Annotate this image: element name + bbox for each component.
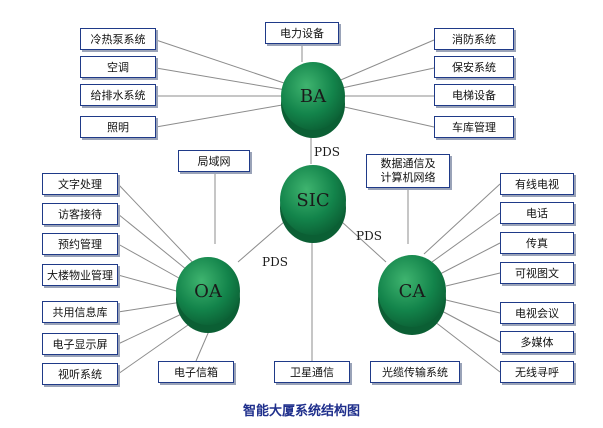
node-box: 冷热泵系统 [80, 28, 156, 50]
hub-ba: BA [281, 62, 345, 138]
hub-ca: CA [378, 255, 446, 335]
hub-sic-label: SIC [296, 190, 329, 211]
node-box: 文字处理 [42, 173, 118, 195]
connector-line [431, 212, 501, 263]
node-box: 有线电视 [500, 173, 574, 195]
node-label: 电子显示屏 [52, 338, 108, 351]
node-label: 保安系统 [452, 61, 496, 74]
node-label: 消防系统 [452, 33, 496, 46]
link-label-sic-ca: PDS [356, 229, 382, 243]
node-box: 消防系统 [434, 28, 514, 50]
node-box: 电视会议 [500, 302, 574, 324]
node-box: 电力设备 [265, 22, 339, 44]
node-box: 局域网 [178, 150, 250, 172]
node-label: 给排水系统 [90, 89, 146, 102]
connector-line [445, 299, 501, 314]
node-box: 预约管理 [42, 233, 118, 255]
node-box: 光缆传输系统 [370, 361, 460, 383]
connector-line [439, 309, 501, 343]
node-label: 照明 [107, 121, 129, 134]
connector-line [155, 103, 289, 128]
node-box: 给排水系统 [80, 84, 156, 106]
node-box: 电子信箱 [158, 361, 234, 383]
node-box: 空调 [80, 56, 156, 78]
node-box: 保安系统 [434, 56, 514, 78]
node-label: 空调 [107, 61, 129, 74]
hub-ba-label: BA [300, 86, 327, 107]
node-label: 电力设备 [280, 27, 324, 40]
node-box: 视听系统 [42, 363, 118, 385]
hub-oa-label: OA [194, 281, 223, 302]
node-label: 共用信息库 [52, 306, 108, 319]
node-label: 传真 [526, 237, 548, 250]
connector-line [117, 310, 189, 345]
connector-line [429, 317, 501, 373]
connector-line [341, 67, 435, 89]
node-label: 车库管理 [452, 121, 496, 134]
node-box: 照明 [80, 116, 156, 138]
node-box: 卫星通信 [274, 361, 350, 383]
node-box: 多媒体 [500, 331, 574, 353]
link-label-sic-oa: PDS [262, 255, 288, 269]
node-label: 电视会议 [515, 307, 559, 320]
node-label: 电梯设备 [452, 89, 496, 102]
connector-line [155, 67, 287, 91]
hub-sic: SIC [280, 165, 346, 243]
connector-line [335, 39, 435, 83]
connector-line [117, 301, 183, 313]
node-label: 有线电视 [515, 178, 559, 191]
hub-ca-label: CA [399, 281, 427, 302]
connector-line [423, 183, 501, 255]
node-label: 访客接待 [58, 208, 102, 221]
hub-oa: OA [176, 257, 240, 333]
node-box: 车库管理 [434, 116, 514, 138]
connector-line [237, 221, 285, 263]
connector-line [117, 317, 199, 375]
connector-line [117, 213, 193, 275]
node-label: 光缆传输系统 [382, 366, 448, 379]
node-label: 无线寻呼 [515, 366, 559, 379]
node-label: 局域网 [197, 155, 231, 168]
node-box: 无线寻呼 [500, 361, 574, 383]
connector-line [117, 183, 199, 269]
node-box: 数据通信及 计算机网络 [366, 154, 450, 188]
link-label-ba-sic: PDS [314, 145, 340, 159]
connector-line [341, 221, 387, 263]
node-box: 传真 [500, 232, 574, 254]
node-label: 多媒体 [520, 336, 554, 349]
node-label: 卫星通信 [290, 366, 334, 379]
node-box: 电梯设备 [434, 84, 514, 106]
connector-line [155, 39, 291, 86]
diagram-caption: 智能大厦系统结构图 [242, 404, 360, 419]
node-box: 可视图文 [500, 262, 574, 284]
node-label: 可视图文 [515, 267, 559, 280]
node-label: 大楼物业管理 [47, 269, 113, 282]
node-label: 视听系统 [58, 368, 102, 381]
node-box: 电子显示屏 [42, 333, 118, 355]
node-box: 电话 [500, 202, 574, 224]
node-label: 文字处理 [58, 178, 102, 191]
node-label: 预约管理 [58, 238, 102, 251]
node-box: 大楼物业管理 [42, 264, 118, 286]
node-label: 冷热泵系统 [90, 33, 146, 46]
node-label: 电话 [526, 207, 548, 220]
connector-line [445, 272, 501, 287]
node-label: 电子信箱 [174, 366, 218, 379]
node-box: 访客接待 [42, 203, 118, 225]
node-box: 共用信息库 [42, 301, 118, 323]
connector-line [117, 274, 181, 293]
connector-line [117, 243, 187, 283]
node-label: 计算机网络 [380, 171, 436, 184]
connector-line [339, 105, 435, 128]
node-label: 数据通信及 [380, 157, 436, 170]
connector-line [439, 242, 501, 275]
